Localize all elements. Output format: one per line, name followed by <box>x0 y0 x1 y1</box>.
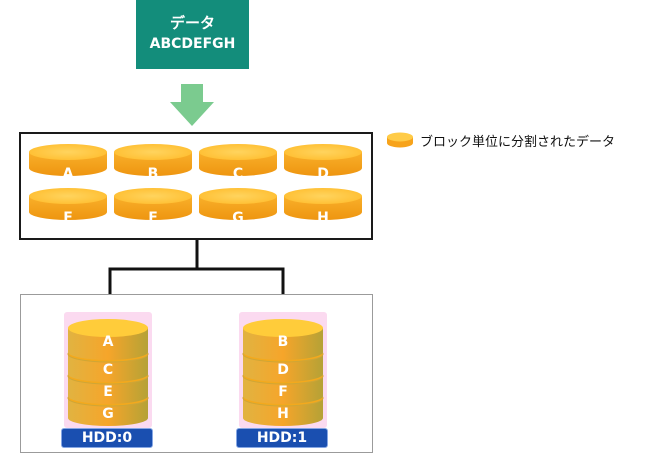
hdd1-block-b-label: B <box>278 334 289 350</box>
block-b: B <box>114 144 192 182</box>
block-legend-icon <box>387 132 413 148</box>
down-arrow-icon <box>170 84 214 126</box>
block-g: G <box>199 188 277 226</box>
block-h: H <box>284 188 362 226</box>
blocks-grid: A B C D E F G H <box>29 144 362 226</box>
block-d: D <box>284 144 362 182</box>
hdd0-block-e-label: E <box>103 384 113 400</box>
connector-lines <box>103 240 290 318</box>
block-b-label: B <box>148 166 159 182</box>
block-e-label: E <box>63 210 73 226</box>
data-box-content: ABCDEFGH <box>149 36 236 52</box>
block-e: E <box>29 188 107 226</box>
hdd0-label: HDD:0 <box>61 428 153 448</box>
block-d-label: D <box>317 166 329 182</box>
block-f: F <box>114 188 192 226</box>
hdd1-block-d-label: D <box>277 362 289 378</box>
hdd0-block-a: A <box>68 319 148 360</box>
block-a-label: A <box>63 166 74 182</box>
hdd0-block-g-label: G <box>102 406 114 422</box>
hdd1-block-b: B <box>243 319 323 360</box>
block-f-label: F <box>148 210 158 226</box>
legend-label: ブロック単位に分割されたデータ <box>420 134 616 150</box>
data-box: データ ABCDEFGH <box>136 0 249 69</box>
hdd0-block-c-label: C <box>103 362 113 378</box>
hdd1-block-f-label: F <box>278 384 288 400</box>
data-box-title: データ <box>169 14 215 32</box>
hdd0-block-a-label: A <box>103 334 114 350</box>
block-a: A <box>29 144 107 182</box>
connector-to-hdd0 <box>108 240 199 308</box>
legend: ブロック単位に分割されたデータ <box>386 128 615 152</box>
hdd1-block-h-label: H <box>277 406 289 422</box>
block-c-label: C <box>233 166 243 182</box>
block-g-label: G <box>232 210 244 226</box>
hdd1-label: HDD:1 <box>236 428 328 448</box>
hdd1-stack: H F D B <box>239 312 327 428</box>
block-c: C <box>199 144 277 182</box>
block-h-label: H <box>317 210 329 226</box>
hdd0-stack: G E C A <box>64 312 152 428</box>
